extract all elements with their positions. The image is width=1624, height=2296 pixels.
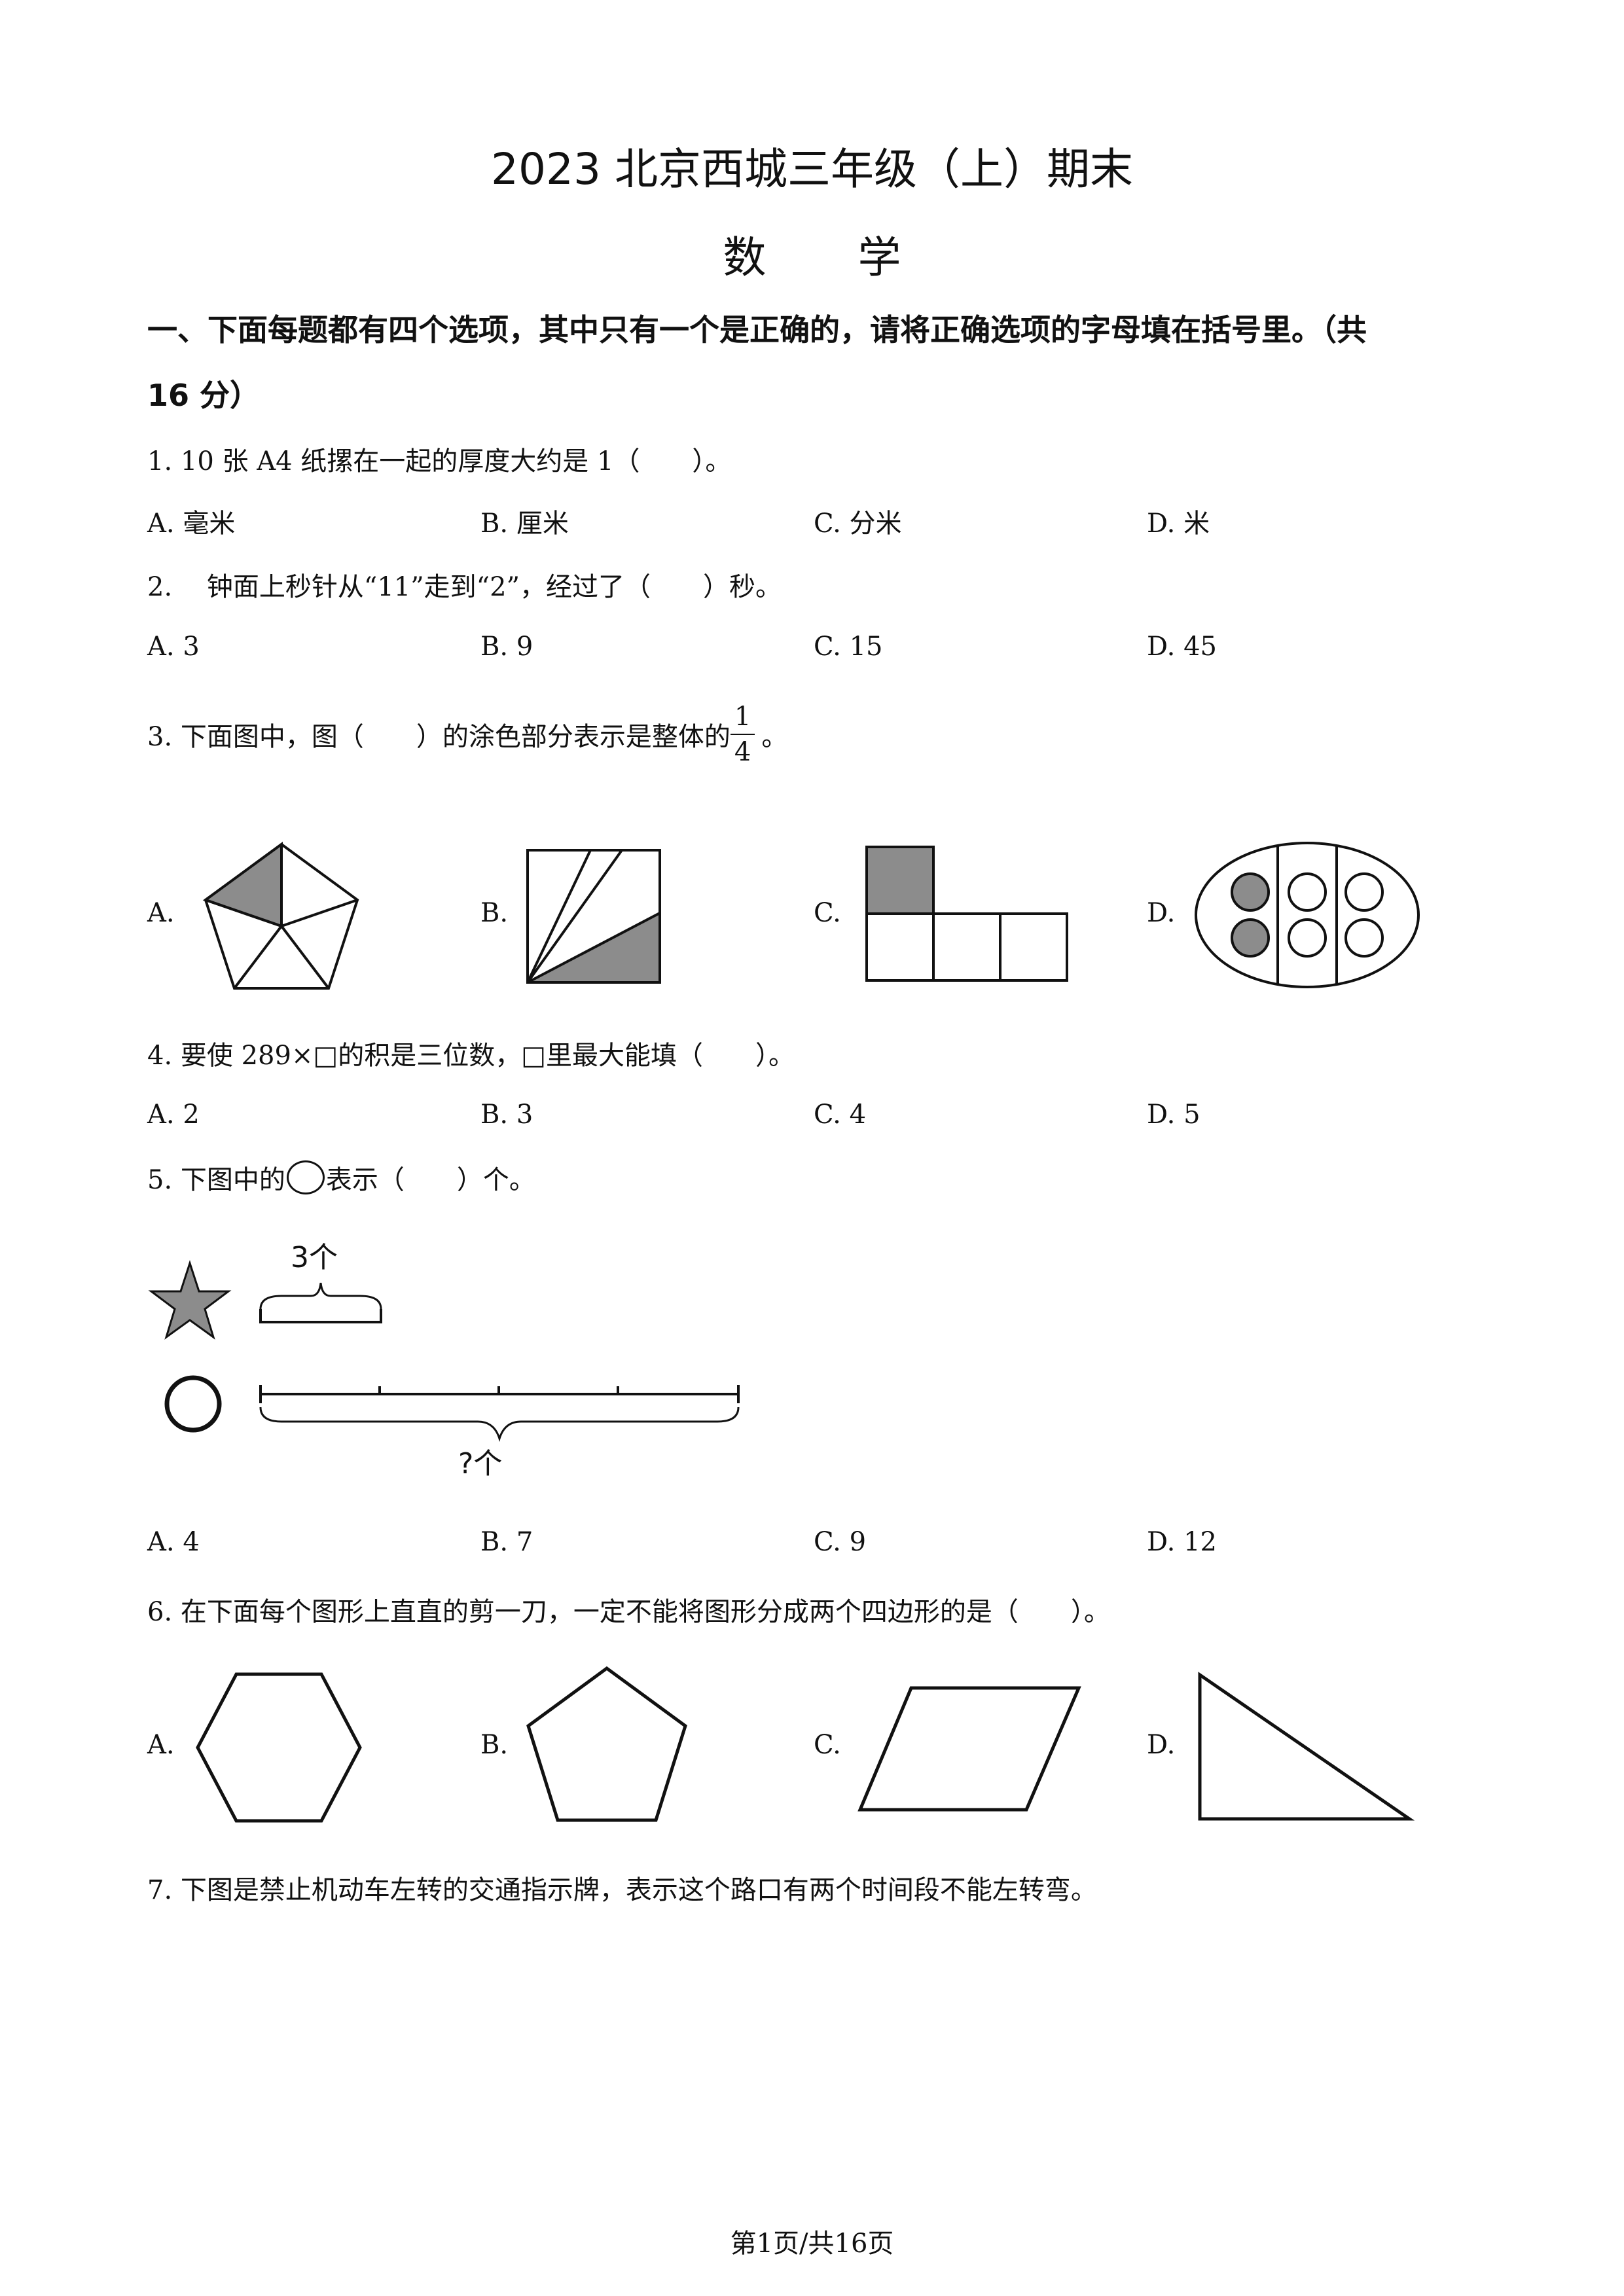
q6-figure-c-parallelogram <box>857 1686 1081 1812</box>
q4-option-c: C. 4 <box>814 1100 867 1130</box>
q6-figure-b-pentagon <box>526 1666 687 1822</box>
q5-option-c: C. 9 <box>814 1527 867 1557</box>
q5-text-before: 5. 下图中的 <box>147 1165 285 1195</box>
question-4: 4. 要使 289×□的积是三位数，□里最大能填（ ）。 <box>147 1041 795 1071</box>
q2-option-c: C. 15 <box>814 632 883 662</box>
circle-shape <box>164 1375 222 1433</box>
q5-diagram <box>148 1260 740 1443</box>
q2-option-d: D. 45 <box>1147 632 1217 662</box>
section-heading-line2: 16 分） <box>147 378 261 413</box>
q3-option-b-letter: B. <box>480 898 509 928</box>
q3-text-after: 。 <box>761 722 788 752</box>
q6-option-a-letter: A. <box>147 1730 175 1760</box>
circle-icon <box>286 1160 325 1194</box>
q2-option-b: B. 9 <box>480 632 533 662</box>
q4-option-b: B. 3 <box>480 1100 533 1130</box>
question-1: 1. 10 张 A4 纸摞在一起的厚度大约是 1（ ）。 <box>147 446 732 476</box>
q1-option-b: B. 厘米 <box>480 509 569 539</box>
q5-text-after: 表示（ ）个。 <box>325 1165 535 1195</box>
q6-option-b-letter: B. <box>480 1730 509 1760</box>
star-icon <box>148 1260 232 1340</box>
q1-option-d: D. 米 <box>1147 509 1210 539</box>
q2-option-a: A. 3 <box>147 632 200 662</box>
q5-option-d: D. 12 <box>1147 1527 1217 1557</box>
q5-circle-label: ?个 <box>458 1447 503 1480</box>
q3-figure-c-squares <box>865 846 1068 982</box>
q3-figure-d-ellipse <box>1195 842 1420 988</box>
q5-option-a: A. 4 <box>147 1527 200 1557</box>
question-2: 2. 钟面上秒针从“11”走到“2”，经过了（ ）秒。 <box>147 572 782 602</box>
section-heading-line1: 一、下面每题都有四个选项，其中只有一个是正确的，请将正确选项的字母填在括号里。（… <box>147 312 1367 348</box>
question-7: 7. 下图是禁止机动车左转的交通指示牌，表示这个路口有两个时间段不能左转弯。 <box>147 1875 1097 1905</box>
question-6: 6. 在下面每个图形上直直的剪一刀，一定不能将图形分成两个四边形的是（ ）。 <box>147 1597 1110 1627</box>
q3-text-before: 3. 下面图中，图（ ）的涂色部分表示是整体的 <box>147 722 731 752</box>
subject-title: 数学 <box>723 232 993 283</box>
q3-fraction-denominator: 4 <box>730 734 755 765</box>
q3-option-c-letter: C. <box>814 898 841 928</box>
q3-fraction-numerator: 1 <box>734 702 751 732</box>
q4-option-d: D. 5 <box>1147 1100 1200 1130</box>
q1-option-c: C. 分米 <box>814 509 902 539</box>
q3-option-a-letter: A. <box>147 898 175 928</box>
q6-option-d-letter: D. <box>1147 1730 1176 1760</box>
q3-figure-a-pentagon <box>202 842 359 990</box>
document-title: 2023 北京西城三年级（上）期末 <box>491 144 1133 194</box>
q6-figure-d-right-triangle <box>1198 1672 1415 1821</box>
question-5: 5. 下图中的 表示（ ）个。 <box>147 1158 535 1196</box>
q5-star-label: 3个 <box>291 1241 338 1274</box>
q6-figure-a-hexagon <box>196 1672 362 1823</box>
q1-option-a: A. 毫米 <box>147 509 236 539</box>
q3-option-d-letter: D. <box>1147 898 1176 928</box>
q4-option-a: A. 2 <box>147 1100 200 1130</box>
question-3: 3. 下面图中，图（ ）的涂色部分表示是整体的 1 4 。 <box>147 704 787 765</box>
q6-option-c-letter: C. <box>814 1730 841 1760</box>
page-footer: 第1页/共16页 <box>730 2229 894 2259</box>
q5-option-b: B. 7 <box>480 1527 533 1557</box>
q3-fraction: 1 4 <box>730 702 755 765</box>
q3-figure-b-square <box>526 849 661 984</box>
